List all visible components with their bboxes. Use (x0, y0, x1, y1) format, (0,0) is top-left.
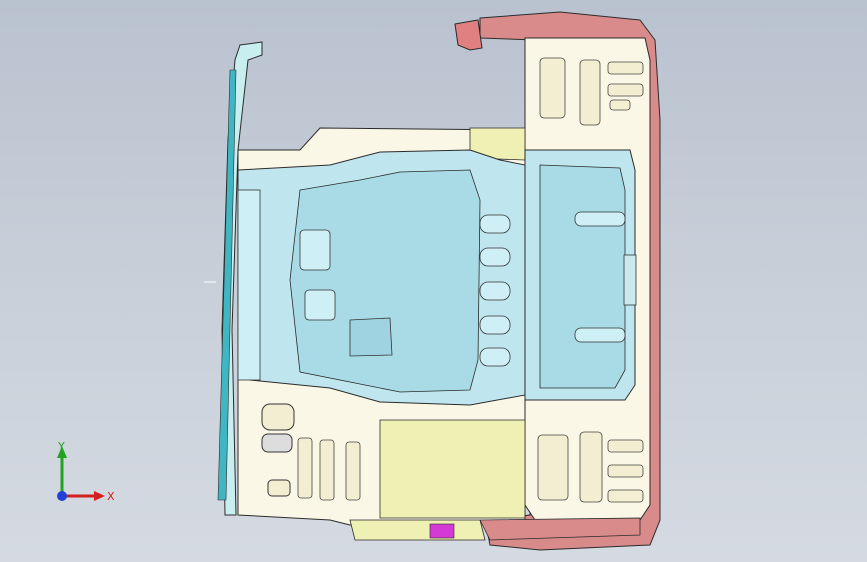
coordinate-triad-icon: Y X (57, 440, 115, 503)
front-cross-member (217, 41, 263, 516)
z-axis-dot (57, 491, 67, 501)
y-axis-head (57, 446, 67, 458)
x-axis-head (94, 491, 105, 501)
y-axis-label: Y (57, 440, 65, 453)
x-axis-label: X (107, 490, 115, 503)
rear-skirt (349, 517, 641, 541)
floor-pan (237, 149, 637, 406)
